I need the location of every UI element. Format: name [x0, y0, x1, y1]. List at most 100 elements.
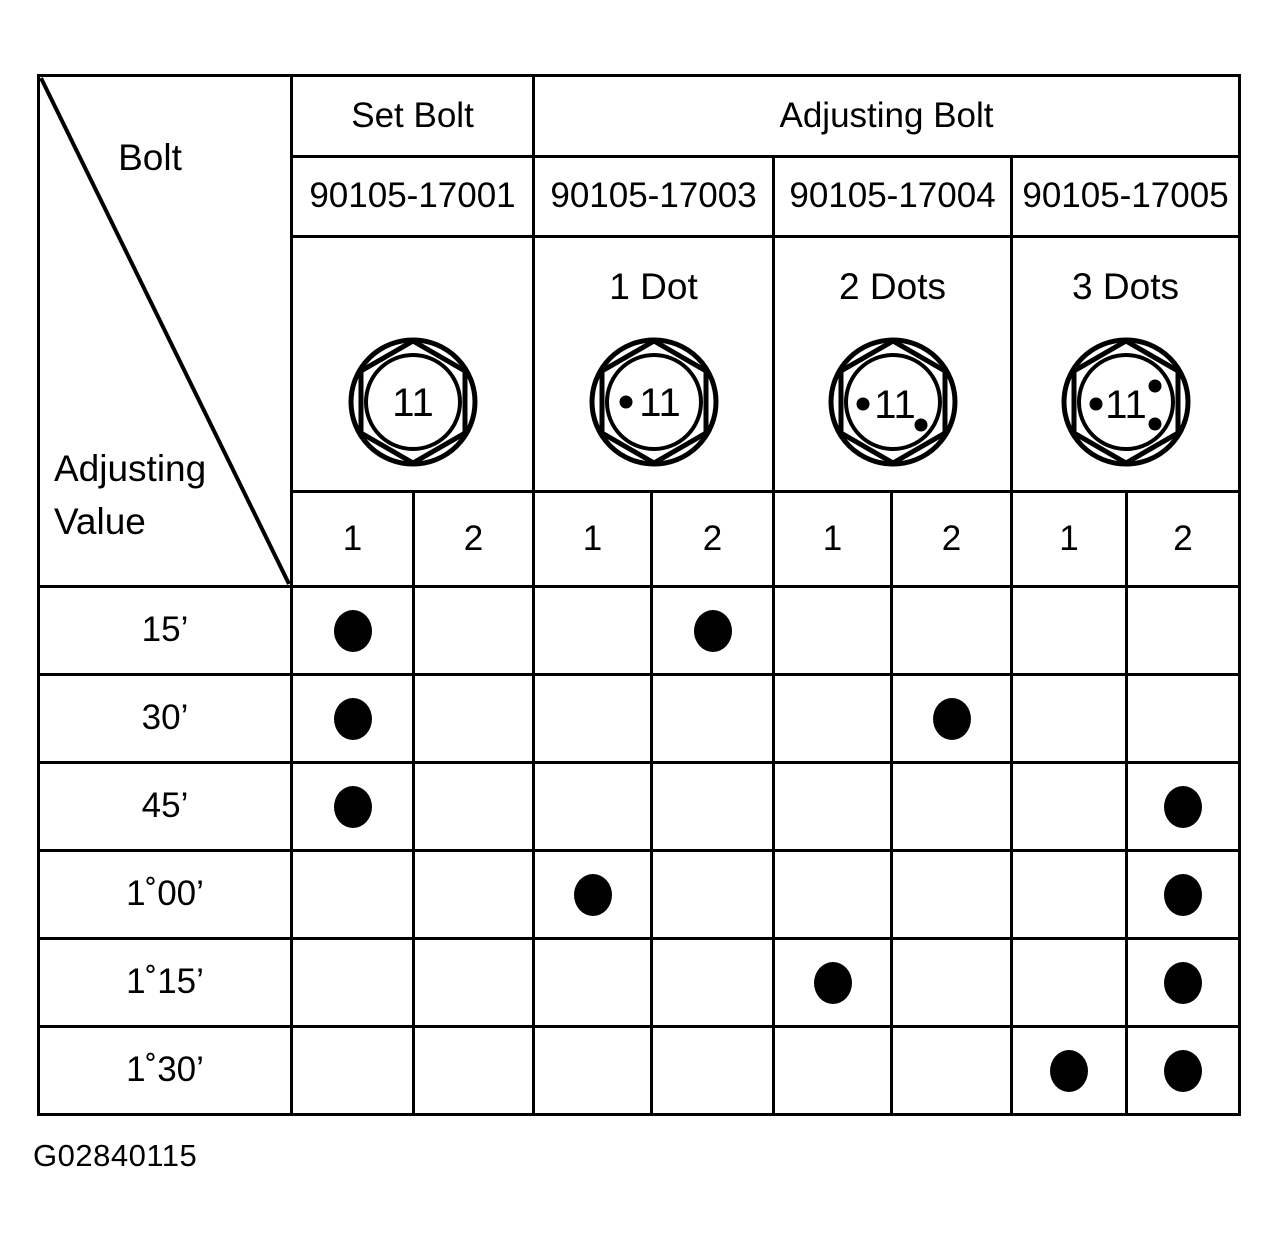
row-label-4: 1˚15’	[37, 937, 293, 1028]
selection-marker-dot	[1050, 1049, 1089, 1092]
table-row: 15’	[37, 585, 1242, 676]
data-cell-r5-c6[interactable]	[1010, 1025, 1129, 1116]
data-cell-r4-c7[interactable]	[1125, 937, 1242, 1028]
row-label-3: 1˚00’	[37, 849, 293, 940]
data-cell-r0-c6[interactable]	[1010, 585, 1129, 676]
data-cell-r0-c1[interactable]	[411, 585, 536, 676]
data-cell-r5-c1[interactable]	[411, 1025, 536, 1116]
part-number-17001: 90105-17001	[289, 154, 536, 238]
data-cell-r1-c7[interactable]	[1125, 673, 1242, 764]
row-label-1: 30’	[37, 673, 293, 764]
row-label-0: 15’	[37, 585, 293, 676]
data-cell-r3-c4[interactable]	[772, 849, 894, 940]
data-cell-r1-c4[interactable]	[772, 673, 894, 764]
data-cell-r2-c1[interactable]	[411, 761, 536, 852]
data-cell-r5-c5[interactable]	[890, 1025, 1014, 1116]
bolt-head-icon-1-dot: 11	[589, 337, 719, 467]
dots-caption-1: 1 Dot	[609, 266, 698, 307]
data-cell-r2-c2[interactable]	[532, 761, 654, 852]
data-cell-r4-c2[interactable]	[532, 937, 654, 1028]
data-cell-r3-c7[interactable]	[1125, 849, 1242, 940]
selection-marker-dot	[333, 697, 372, 740]
data-cell-r5-c3[interactable]	[650, 1025, 776, 1116]
sub-header-col-3: 2	[650, 490, 776, 588]
data-cell-r3-c6[interactable]	[1010, 849, 1129, 940]
bolt-head-cell-1: 1 Dot 11	[532, 235, 776, 493]
table-row: 30’	[37, 673, 1242, 764]
data-cell-r2-c3[interactable]	[650, 761, 776, 852]
sub-header-col-4: 1	[772, 490, 894, 588]
data-cell-r4-c4[interactable]	[772, 937, 894, 1028]
sub-header-col-2: 1	[532, 490, 654, 588]
data-cell-r2-c6[interactable]	[1010, 761, 1129, 852]
header-row-part-numbers: 90105-17001 90105-17003 90105-17004 9010…	[39, 154, 1242, 238]
data-cell-r1-c0[interactable]	[290, 673, 415, 764]
data-cell-r4-c1[interactable]	[411, 937, 536, 1028]
selection-marker-dot	[1164, 873, 1203, 916]
selection-marker-dot	[1164, 1049, 1203, 1092]
part-number-17004: 90105-17004	[772, 154, 1014, 238]
data-cell-r1-c6[interactable]	[1010, 673, 1129, 764]
chart-table: Bolt Adjusting Value Set Bolt Adjusting …	[37, 74, 1242, 1116]
data-cell-r5-c4[interactable]	[772, 1025, 894, 1116]
bolt-head-cell-3: 3 Dots 11	[1010, 235, 1242, 493]
bolt-mark-dot-lower-right	[1148, 417, 1162, 431]
data-cell-r0-c4[interactable]	[772, 585, 894, 676]
sub-header-col-1: 2	[411, 490, 536, 588]
dots-caption-3: 3 Dots	[1072, 266, 1179, 307]
data-cell-r3-c2[interactable]	[532, 849, 654, 940]
bolt-stamp-1: 11	[639, 381, 681, 425]
data-cell-r2-c0[interactable]	[290, 761, 415, 852]
row-label-2: 45’	[37, 761, 293, 852]
data-cell-r4-c3[interactable]	[650, 937, 776, 1028]
column-group-set-bolt: Set Bolt	[289, 74, 536, 158]
data-cell-r4-c5[interactable]	[890, 937, 1014, 1028]
bolt-head-icon-2-dots: 11	[828, 337, 958, 467]
part-number-17005: 90105-17005	[1010, 154, 1242, 238]
data-cell-r1-c1[interactable]	[411, 673, 536, 764]
table-row: 1˚15’	[37, 937, 1242, 1028]
header-row-bolt-heads: 11 1 Dot	[39, 235, 1242, 493]
bolt-head-cell-2: 2 Dots 11	[772, 235, 1014, 493]
bolt-mark-dot-left	[856, 397, 870, 411]
data-cell-r3-c1[interactable]	[411, 849, 536, 940]
selection-marker-dot	[333, 609, 372, 652]
data-cell-r0-c5[interactable]	[890, 585, 1014, 676]
data-cell-r2-c7[interactable]	[1125, 761, 1242, 852]
data-cell-r0-c2[interactable]	[532, 585, 654, 676]
data-cell-r3-c0[interactable]	[290, 849, 415, 940]
sub-header-col-6: 1	[1010, 490, 1129, 588]
sub-header-col-7: 2	[1125, 490, 1242, 588]
bolt-stamp-0: 11	[392, 381, 434, 425]
data-cell-r3-c5[interactable]	[890, 849, 1014, 940]
corner-label-bolt: Bolt	[118, 137, 182, 178]
selection-marker-dot	[1164, 961, 1203, 1004]
dots-caption-2: 2 Dots	[839, 266, 946, 307]
selection-marker-dot	[693, 609, 732, 652]
column-group-adjusting-bolt: Adjusting Bolt	[532, 74, 1242, 158]
data-cell-r5-c0[interactable]	[290, 1025, 415, 1116]
data-cell-r5-c2[interactable]	[532, 1025, 654, 1116]
table-row: 1˚30’	[37, 1025, 1242, 1116]
data-cell-r1-c3[interactable]	[650, 673, 776, 764]
data-cell-r1-c5[interactable]	[890, 673, 1014, 764]
data-cell-r0-c3[interactable]	[650, 585, 776, 676]
data-cell-r5-c7[interactable]	[1125, 1025, 1242, 1116]
sub-header-col-5: 2	[890, 490, 1014, 588]
table-row: 1˚00’	[37, 849, 1242, 940]
data-cell-r3-c3[interactable]	[650, 849, 776, 940]
data-cell-r0-c0[interactable]	[290, 585, 415, 676]
data-cell-r0-c7[interactable]	[1125, 585, 1242, 676]
data-cell-r2-c4[interactable]	[772, 761, 894, 852]
data-cell-r4-c0[interactable]	[290, 937, 415, 1028]
data-cell-r4-c6[interactable]	[1010, 937, 1129, 1028]
table-row: 45’	[37, 761, 1242, 852]
bolt-head-cell-0: 11	[289, 235, 536, 493]
bolt-mark-dot-left	[1089, 397, 1103, 411]
bolt-mark-dot-left	[619, 395, 633, 409]
bolt-head-icon-3-dots: 11	[1061, 337, 1191, 467]
sub-header-col-0: 1	[290, 490, 415, 588]
data-cell-r1-c2[interactable]	[532, 673, 654, 764]
data-cell-r2-c5[interactable]	[890, 761, 1014, 852]
